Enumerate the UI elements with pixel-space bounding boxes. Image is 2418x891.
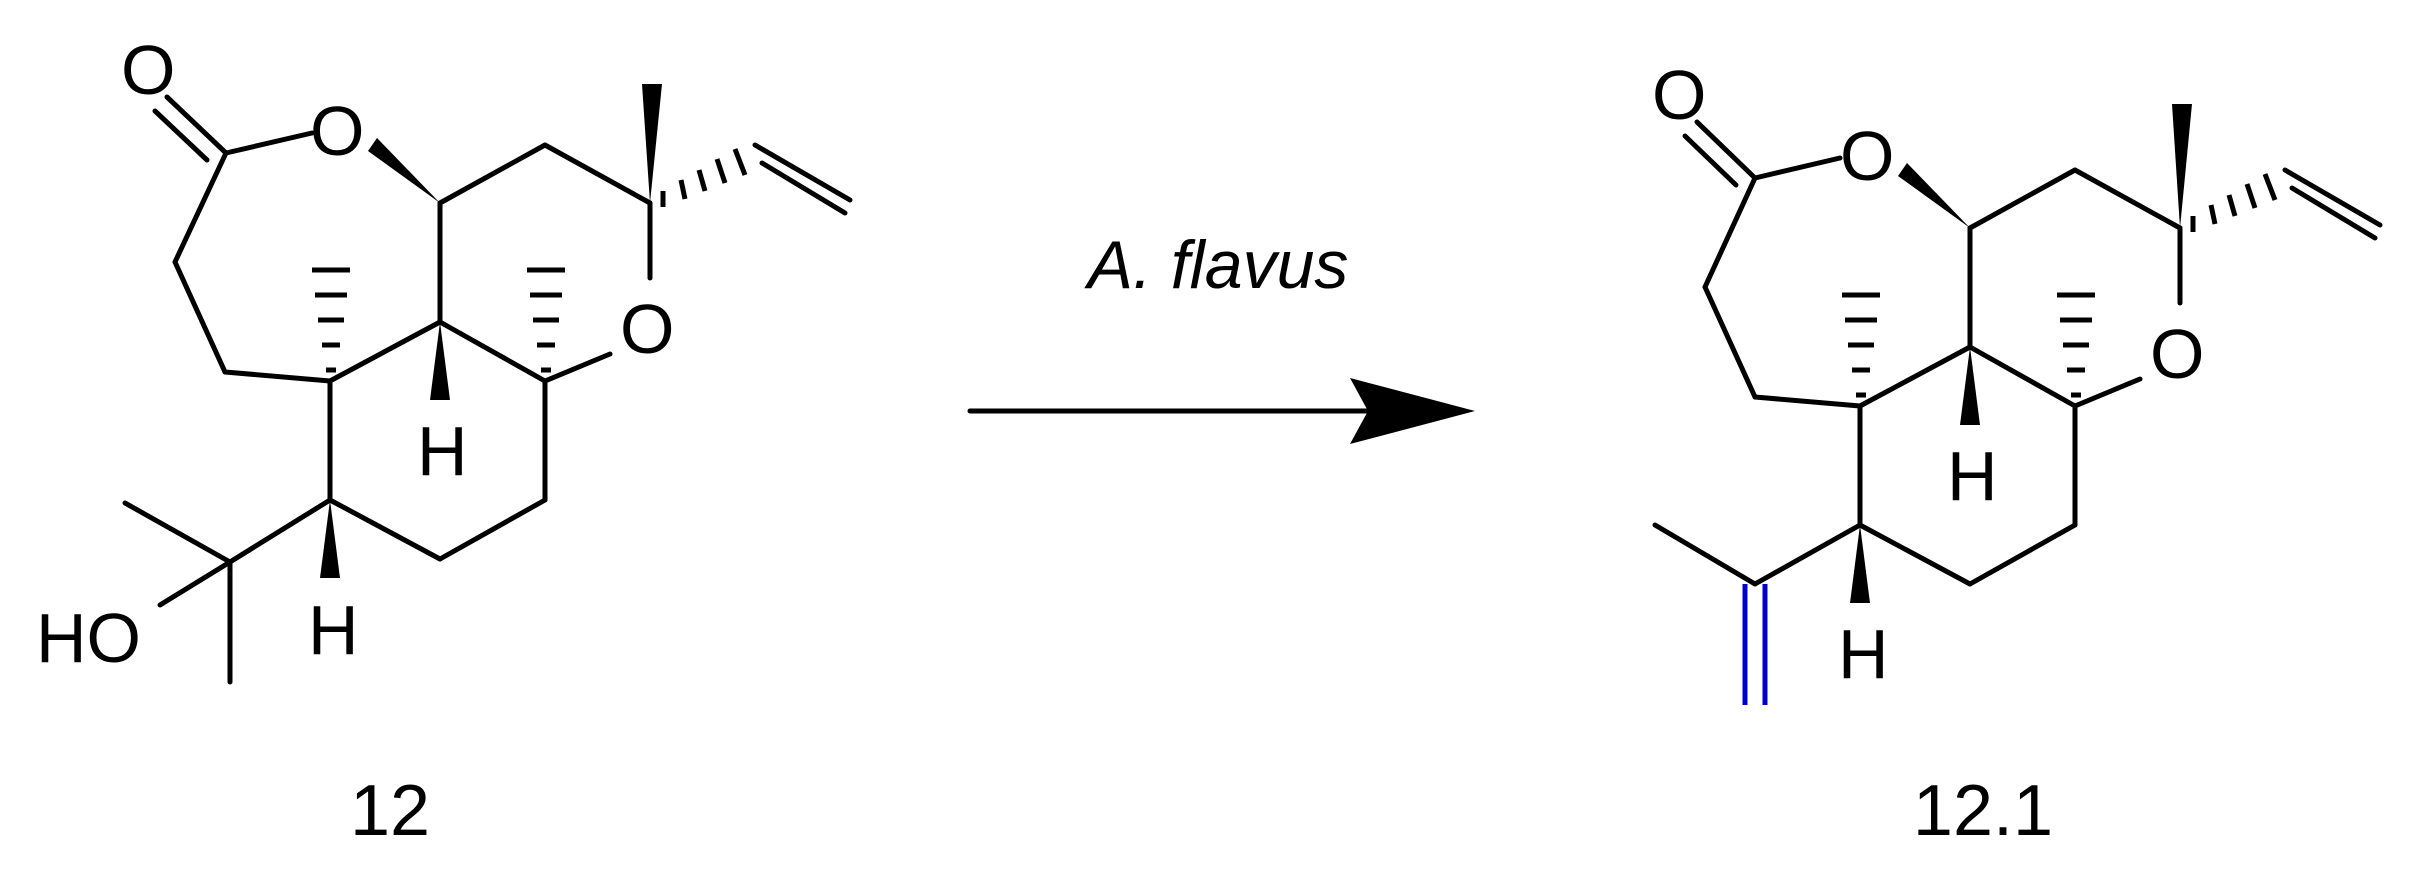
molecule-12: O O O H H HO 12 bbox=[36, 31, 853, 851]
compound-label-12-1: 12.1 bbox=[1913, 771, 2053, 851]
molecule-12-1-hashes bbox=[1842, 173, 2278, 398]
atom-o-carbonyl: O bbox=[121, 31, 175, 109]
atom-hydroxyl: HO bbox=[36, 599, 141, 677]
atom-h-bottom: H bbox=[1838, 615, 1889, 693]
atom-o-lactone: O bbox=[310, 92, 364, 170]
reagent-label: A. flavus bbox=[1084, 227, 1349, 303]
molecule-12-wedges bbox=[320, 84, 662, 578]
atom-o-ether: O bbox=[620, 290, 674, 368]
molecule-12-hashes bbox=[312, 148, 748, 373]
atom-h-top: H bbox=[1947, 437, 1998, 515]
reaction-arrow: A. flavus bbox=[967, 227, 1475, 444]
atom-o-carbonyl: O bbox=[1652, 56, 1706, 134]
atom-o-ether: O bbox=[2150, 315, 2204, 393]
new-alkene-highlight bbox=[1742, 584, 1768, 705]
molecule-12-1-bonds bbox=[1652, 119, 2383, 587]
molecule-12-1-wedges bbox=[1850, 104, 2192, 603]
molecule-12-1: O O O H H 12.1 bbox=[1652, 56, 2383, 851]
atom-o-lactone: O bbox=[1840, 117, 1894, 195]
atom-h-bottom: H bbox=[308, 591, 359, 669]
compound-label-12: 12 bbox=[350, 771, 430, 851]
molecule-12-1-atoms: O O O H H bbox=[1652, 56, 2204, 693]
atom-h-top: H bbox=[417, 412, 468, 490]
molecule-12-atoms: O O O H H HO bbox=[36, 31, 674, 677]
molecule-12-bonds bbox=[122, 94, 853, 685]
